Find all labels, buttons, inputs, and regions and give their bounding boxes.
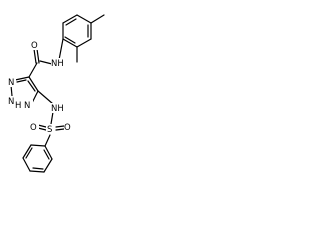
triazole-nh-label: N xyxy=(24,101,30,111)
triazole-h-label: H xyxy=(15,101,21,111)
sulfonyl-bond-left-b xyxy=(37,127,47,131)
sulfonyl-oxygen-left-label: O xyxy=(30,123,37,133)
phenyl-ring xyxy=(22,144,53,173)
triazole-n-top-label: N xyxy=(8,78,14,88)
nh-carbonyl-bond xyxy=(39,60,53,65)
aryl-nh-bond xyxy=(58,38,64,61)
carbonyl-double-bond-b xyxy=(36,48,40,64)
amide-nh-label: NH xyxy=(51,59,64,69)
carbonyl-oxygen-label: O xyxy=(31,41,38,51)
nh-sulfur-bond xyxy=(50,111,54,125)
dimethylphenyl-ring xyxy=(62,14,92,48)
atom-labels: O NH N N H N NH S O O xyxy=(7,40,73,135)
sulfonyl-bond-left-a xyxy=(37,124,47,128)
triazole-n-mid-label: N xyxy=(8,97,14,107)
carbonyl-double-bond-a xyxy=(33,48,37,64)
sulfonyl-bond-right-a xyxy=(55,125,65,128)
molecule-structure-diagram: O NH N N H N NH S O O xyxy=(7,14,105,173)
sulfonyl-bond-right-b xyxy=(55,128,65,131)
triazole-nh-bond xyxy=(37,90,54,105)
bond-skeleton xyxy=(10,14,105,173)
para-methyl-bond xyxy=(90,14,105,24)
sulfonyl-oxygen-right-label: O xyxy=(64,123,71,133)
sulfur-phenyl-bond xyxy=(44,134,51,147)
sulfonamide-nh-label: NH xyxy=(51,104,64,114)
carbonyl-triazole-bond xyxy=(28,62,38,78)
sulfur-label: S xyxy=(47,125,52,135)
